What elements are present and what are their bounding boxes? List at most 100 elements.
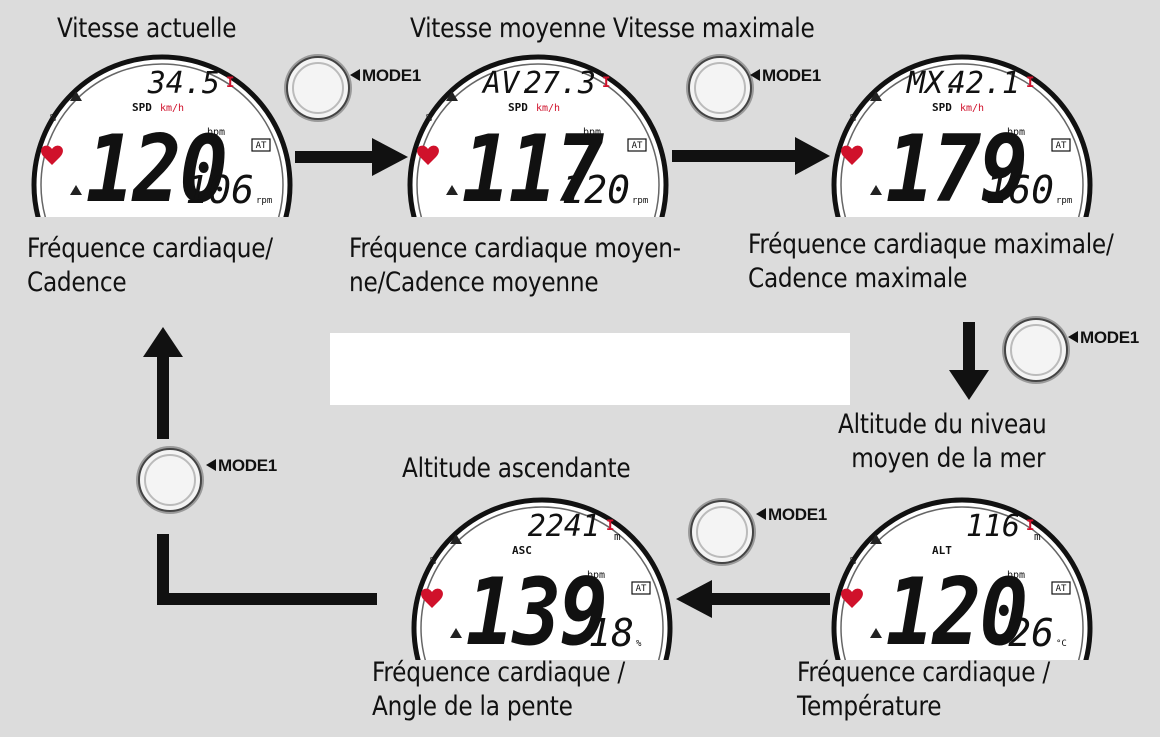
caption-sea-level-altitude: Altitude du niveau moyen de la mer — [838, 409, 1047, 474]
caption-hr-cadence: Fréquence cardiaque/ Cadence — [27, 233, 273, 298]
display-sub-unit: rpm — [1056, 196, 1072, 206]
up-triangle-icon — [446, 185, 458, 195]
up-triangle-icon — [450, 628, 462, 638]
signal-icon: I — [1026, 75, 1034, 91]
caption-max-hr-cadence: Fréquence cardiaque maximale/ Cadence ma… — [748, 229, 1114, 294]
mode1-label-5: MODE1 — [756, 505, 827, 525]
display-unit-label: ALT — [932, 544, 952, 557]
display-main-value: 139 — [466, 559, 607, 666]
svg-text:AT: AT — [632, 141, 643, 151]
display-at-badge: AT — [627, 138, 647, 152]
caption-avg-hr-cadence: Fréquence cardiaque moyen- ne/Cadence mo… — [349, 233, 681, 298]
percent-icon: % — [50, 113, 56, 124]
display-unit-red: km/h — [960, 103, 984, 114]
svg-text:AT: AT — [256, 141, 267, 151]
display-main-value: 117 — [462, 116, 604, 223]
display-prefix: AV. — [481, 66, 537, 101]
display-unit-red: km/h — [536, 103, 560, 114]
display-sub-value: 120 — [561, 168, 630, 212]
arrow-asc-to-speed — [143, 327, 377, 605]
up-triangle-icon — [70, 91, 82, 101]
mode-buttons — [136, 54, 1070, 566]
display-top-value: 42.1 — [948, 66, 1020, 101]
display-unit-label: ASC — [512, 544, 532, 557]
display-main-value: 120 — [886, 559, 1027, 666]
mode1-button[interactable] — [688, 498, 756, 566]
display-unit-label: SPD — [932, 101, 952, 114]
up-triangle-icon — [450, 534, 462, 544]
arrow-avg-to-max — [672, 137, 830, 175]
display-sub-unit: rpm — [632, 196, 648, 206]
svg-text:AT: AT — [1056, 141, 1067, 151]
mode1-label-1: MODE1 — [350, 66, 421, 86]
display-main-value: 120 — [86, 116, 227, 223]
display-sub-value: 106 — [185, 168, 254, 212]
percent-icon: % — [850, 556, 856, 567]
caption-avg-max-speed: Vitesse moyenne Vitesse maximale — [410, 13, 815, 44]
display-top-unit: m — [1034, 530, 1041, 543]
display-sub-unit: rpm — [256, 196, 272, 206]
display-top-value: 27.3 — [524, 66, 596, 101]
heart-icon — [841, 145, 863, 165]
svg-text:AT: AT — [636, 584, 647, 594]
up-triangle-icon — [870, 534, 882, 544]
display-at-badge: AT — [251, 138, 271, 152]
up-triangle-icon — [70, 185, 82, 195]
mode1-label-3: MODE1 — [1068, 328, 1139, 348]
up-triangle-icon — [446, 91, 458, 101]
percent-icon: % — [426, 113, 432, 124]
heart-icon — [841, 588, 863, 608]
display-sub-value: 18 — [588, 611, 634, 655]
mode1-label-2: MODE1 — [750, 66, 821, 86]
display-top-value: 34.5 — [147, 66, 220, 101]
mode1-button[interactable] — [284, 54, 352, 122]
heart-icon — [417, 145, 439, 165]
arrow-speed-to-avg — [295, 138, 408, 176]
heart-icon — [41, 145, 63, 165]
mode1-button[interactable] — [136, 446, 204, 514]
display-prefix: MX. — [906, 66, 961, 101]
signal-icon: I — [1026, 518, 1034, 534]
mode1-label-4: MODE1 — [206, 456, 277, 476]
mode1-button[interactable] — [1002, 316, 1070, 384]
caption-current-speed: Vitesse actuelle — [57, 13, 237, 44]
display-sub-value: 160 — [985, 168, 1054, 212]
up-triangle-icon — [870, 628, 882, 638]
display-bpm-label: bpm — [1007, 127, 1025, 138]
display-at-badge: AT — [631, 581, 651, 595]
display-main-value: 179 — [886, 116, 1027, 223]
flow-arrows — [143, 137, 989, 618]
display-at-badge: AT — [1051, 581, 1071, 595]
display-sub-unit: °C — [1056, 639, 1067, 649]
blank-panel — [330, 333, 850, 405]
percent-icon: % — [430, 556, 436, 567]
display-bpm-label: bpm — [583, 127, 601, 138]
percent-icon: % — [850, 113, 856, 124]
mode1-button[interactable] — [686, 54, 754, 122]
display-bpm-label: bpm — [1007, 570, 1025, 581]
display-top-value: 2241 — [528, 509, 600, 544]
signal-icon: I — [226, 75, 234, 91]
signal-icon: I — [606, 518, 614, 534]
display-bpm-label: bpm — [587, 570, 605, 581]
arrow-alt-to-asc — [676, 580, 830, 618]
display-bpm-label: bpm — [207, 127, 225, 138]
display-sub-unit: % — [636, 639, 642, 649]
display-at-badge: AT — [1051, 138, 1071, 152]
caption-ascending-altitude: Altitude ascendante — [402, 453, 631, 484]
svg-text:AT: AT — [1056, 584, 1067, 594]
caption-hr-temperature: Fréquence cardiaque / Température — [797, 657, 1050, 722]
up-triangle-icon — [870, 185, 882, 195]
caption-hr-slope: Fréquence cardiaque / Angle de la pente — [372, 657, 625, 722]
display-top-value: 116 — [966, 509, 1020, 544]
display-unit-label: SPD — [132, 101, 152, 114]
display-sub-value: 26 — [1008, 611, 1054, 655]
